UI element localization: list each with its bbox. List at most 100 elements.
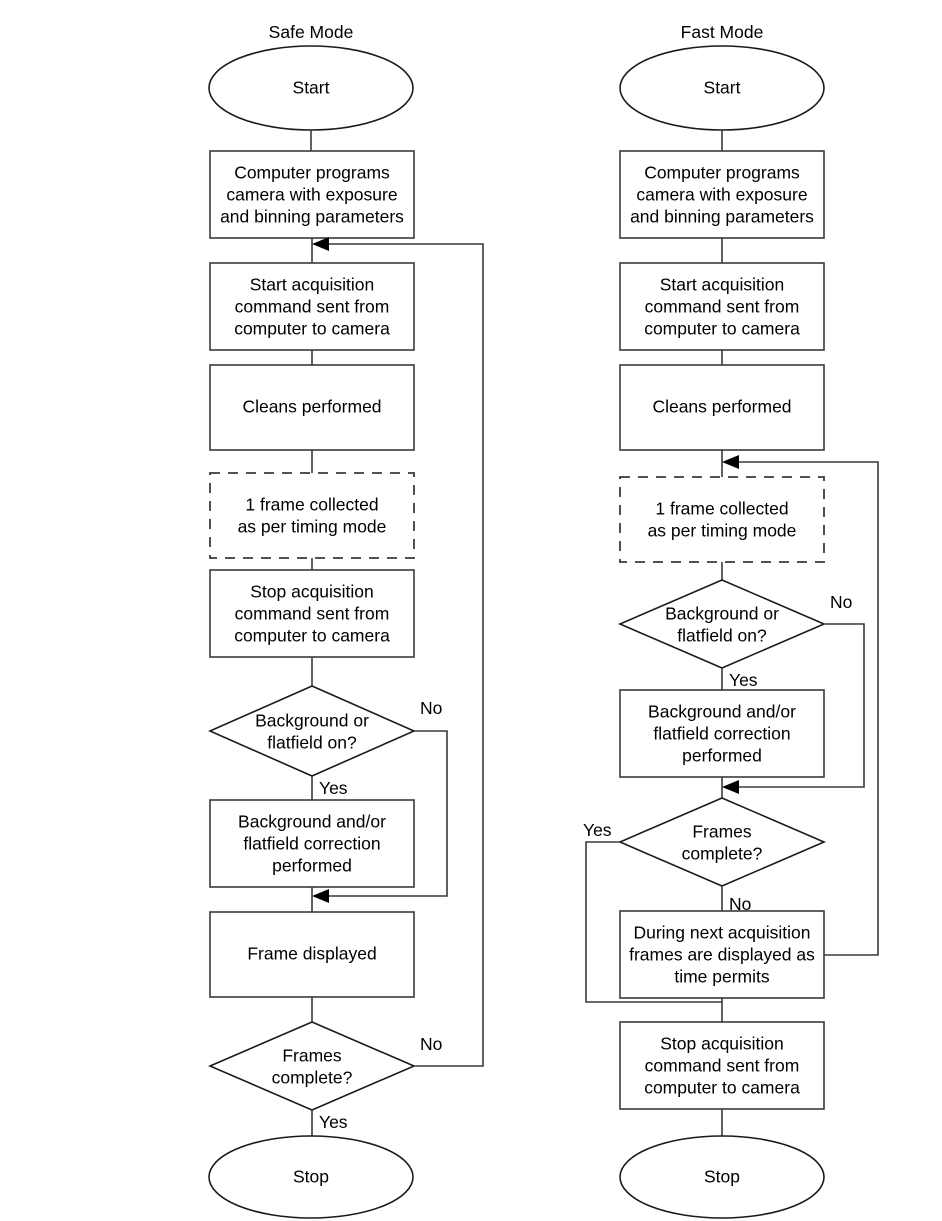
node-label: Stop (293, 1167, 329, 1187)
node-label-line2: complete? (682, 844, 763, 864)
edge-label-fast-frames-yes: Yes (583, 820, 612, 840)
node-safe-frame-displayed: Frame displayed (209, 911, 415, 998)
node-safe-bgff-question: Background or flatfield on? (208, 685, 416, 777)
edge-label-safe-bgff-yes: Yes (319, 778, 348, 798)
node-label-line1: Computer programs (234, 163, 390, 183)
column-heading-safe-mode: Safe Mode (269, 22, 354, 42)
node-label-line2: as per timing mode (238, 517, 387, 537)
process-shape (209, 799, 415, 888)
node-label-line1: 1 frame collected (655, 499, 788, 519)
node-label-line1: Background and/or (648, 702, 796, 722)
edge-label-fast-bgff-yes: Yes (729, 670, 758, 690)
node-safe-start-acq: Start acquisition command sent from comp… (209, 262, 415, 351)
column-heading-fast-mode: Fast Mode (681, 22, 764, 42)
node-label-line1: During next acquisition (633, 923, 810, 943)
decision-shape (617, 579, 827, 669)
node-label-line2: camera with exposure (226, 185, 397, 205)
node-fast-start: Start (619, 45, 825, 131)
decision-shape (208, 685, 416, 777)
node-label-line1: Start acquisition (660, 275, 785, 295)
node-fast-stop: Stop (619, 1135, 825, 1219)
node-label-line1: Background or (255, 711, 369, 731)
edge-label-safe-frames-yes: Yes (319, 1112, 348, 1132)
node-label: Stop (704, 1167, 740, 1187)
node-safe-stop: Stop (208, 1135, 414, 1219)
node-label-line1: Start acquisition (250, 275, 375, 295)
node-label: Frame displayed (247, 944, 376, 964)
node-label-line3: and binning parameters (630, 207, 814, 227)
connector-fast-display-loop (728, 461, 879, 956)
node-fast-frame-collected: 1 frame collected as per timing mode (619, 476, 825, 563)
process-shape (619, 910, 825, 999)
connector-safe-bgff-no (318, 730, 448, 897)
node-label-line1: Frames (692, 822, 752, 842)
arrowhead-fast-display-loop (722, 455, 739, 469)
arrowhead-safe-bgff-no (312, 889, 329, 903)
decision-shape (207, 1021, 417, 1111)
node-fast-program: Computer programs camera with exposure a… (619, 150, 825, 239)
edge-label-safe-bgff-no: No (420, 698, 442, 718)
node-fast-bgff-question: Background or flatfield on? (617, 579, 827, 669)
node-label: Cleans performed (652, 397, 791, 417)
node-label-line2: camera with exposure (636, 185, 807, 205)
node-label-line2: flatfield correction (243, 834, 380, 854)
process-shape (619, 150, 825, 239)
node-safe-stop-acq: Stop acquisition command sent from compu… (209, 569, 415, 658)
node-label-line3: computer to camera (644, 319, 800, 339)
edge-label-fast-bgff-no: No (830, 592, 852, 612)
node-fast-stop-acq: Stop acquisition command sent from compu… (619, 1021, 825, 1110)
node-label-line3: time permits (674, 967, 770, 987)
node-label-line2: command sent from (235, 604, 390, 624)
connector-safe-frames-no-loop (318, 243, 484, 1067)
node-label-line1: Stop acquisition (250, 582, 374, 602)
node-label-line1: Frames (282, 1046, 342, 1066)
node-label-line1: Background or (665, 604, 779, 624)
node-label-line2: flatfield correction (653, 724, 790, 744)
node-label-line2: flatfield on? (267, 733, 357, 753)
node-label-line1: Background and/or (238, 812, 386, 832)
terminator-shape (208, 1135, 414, 1219)
process-shape (209, 150, 415, 239)
node-fast-bgff-correction: Background and/or flatfield correction p… (619, 689, 825, 778)
node-fast-frames-question: Frames complete? (617, 797, 827, 887)
node-safe-frames-question: Frames complete? (207, 1021, 417, 1111)
arrowhead-safe-frames-no (312, 237, 329, 251)
connector-fast-frames-yes (585, 841, 722, 1003)
column-safe-mode: Safe Mode Start Computer programs camera… (207, 22, 484, 1219)
node-label-line2: as per timing mode (648, 521, 797, 541)
node-label-line1: Computer programs (644, 163, 800, 183)
node-label-line2: command sent from (645, 297, 800, 317)
predefined-process-shape (619, 476, 825, 563)
node-label-line1: 1 frame collected (245, 495, 378, 515)
column-fast-mode: Fast Mode Start Computer programs camera… (583, 22, 879, 1219)
arrowhead-fast-bgff-no (722, 780, 739, 794)
node-label: Cleans performed (242, 397, 381, 417)
terminator-shape (619, 1135, 825, 1219)
node-label-line3: and binning parameters (220, 207, 404, 227)
process-shape (619, 364, 825, 451)
node-label-line2: command sent from (645, 1056, 800, 1076)
node-safe-cleans: Cleans performed (209, 364, 415, 451)
node-safe-start: Start (208, 45, 414, 131)
edge-label-safe-frames-no: No (420, 1034, 442, 1054)
predefined-process-shape (209, 472, 415, 559)
node-label-line3: performed (682, 746, 762, 766)
connector-fast-bgff-no (728, 623, 865, 788)
process-shape (619, 262, 825, 351)
node-label-line2: frames are displayed as (629, 945, 815, 965)
node-label-line3: computer to camera (644, 1078, 800, 1098)
process-shape (619, 689, 825, 778)
node-fast-during-next-acquisition: During next acquisition frames are displ… (619, 910, 825, 999)
process-shape (619, 1021, 825, 1110)
node-label-line3: computer to camera (234, 319, 390, 339)
node-label-line2: flatfield on? (677, 626, 767, 646)
node-label-line3: computer to camera (234, 626, 390, 646)
decision-shape (617, 797, 827, 887)
node-label-line3: performed (272, 856, 352, 876)
node-safe-frame-collected: 1 frame collected as per timing mode (209, 472, 415, 559)
node-label: Start (704, 78, 741, 98)
process-shape (209, 569, 415, 658)
node-label-line2: command sent from (235, 297, 390, 317)
